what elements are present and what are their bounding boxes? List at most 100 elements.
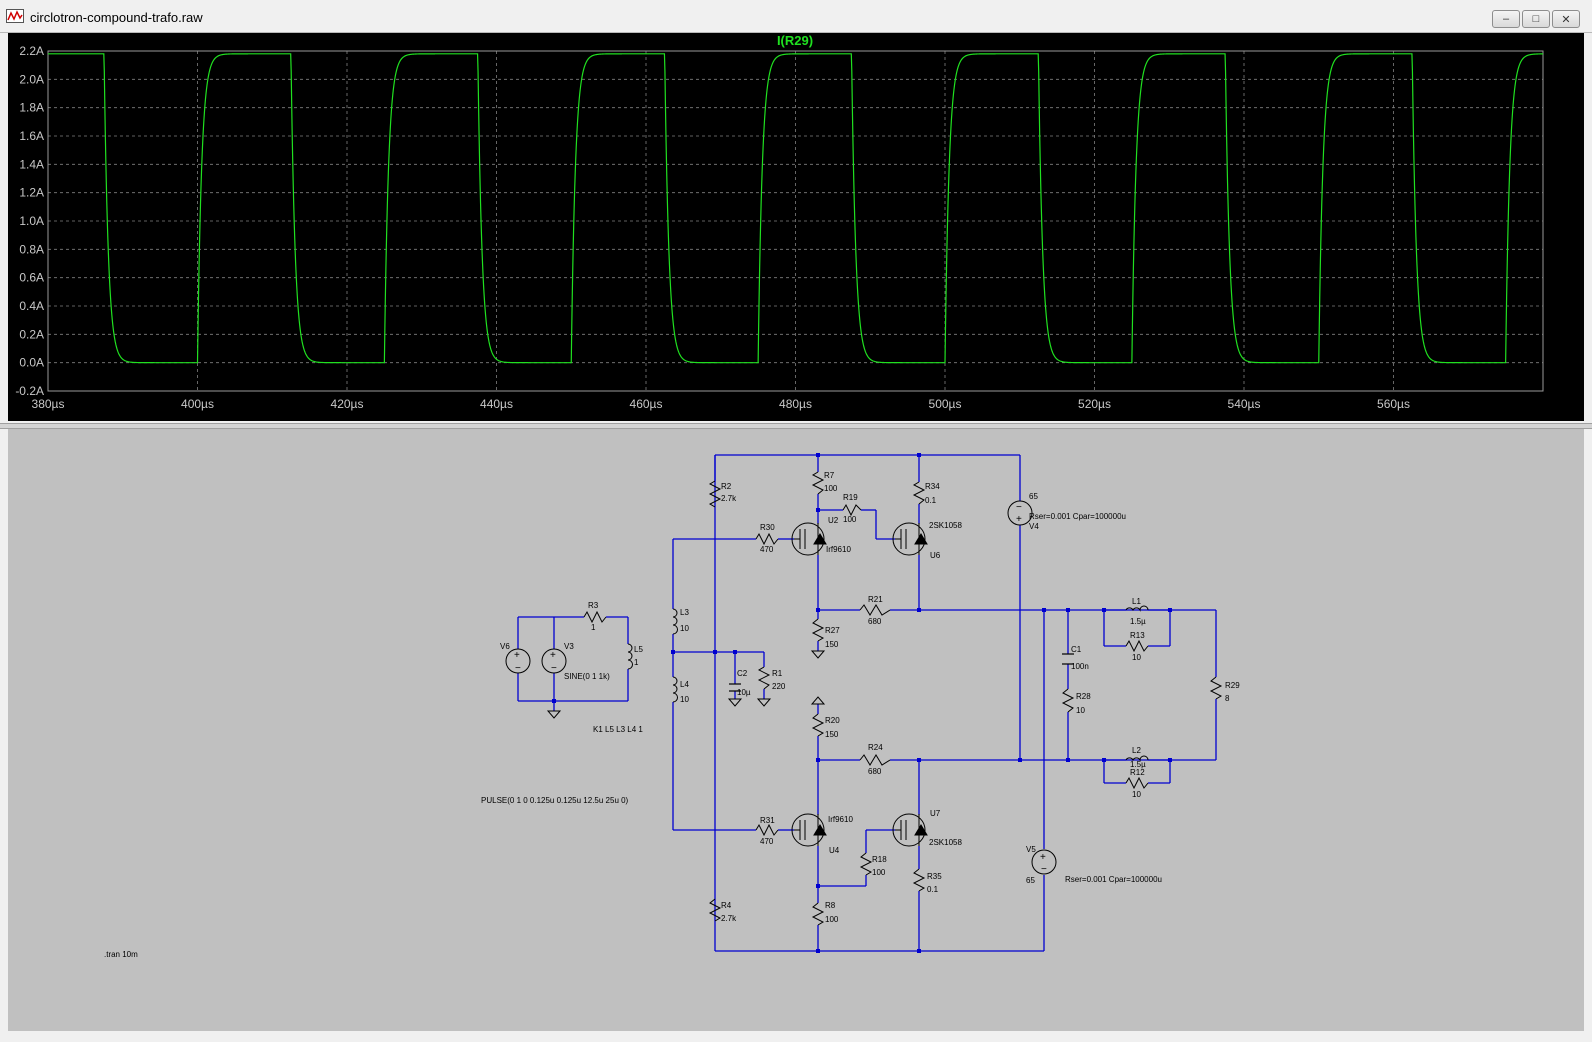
inductor-L1 bbox=[1125, 605, 1149, 612]
resistor-R30 bbox=[755, 532, 779, 546]
mosfet-U6 bbox=[892, 522, 928, 556]
x-tick-label: 480µs bbox=[779, 397, 812, 411]
value-R13: 10 bbox=[1132, 653, 1141, 662]
svg-text:+: + bbox=[1016, 514, 1022, 525]
part-U7: 2SK1058 bbox=[929, 838, 962, 847]
label-R13: R13 bbox=[1130, 631, 1145, 640]
y-tick-label: 2.2A bbox=[19, 44, 44, 58]
label-V4: V4 bbox=[1029, 522, 1039, 531]
y-tick-label: 0.2A bbox=[19, 327, 44, 341]
capacitors bbox=[729, 653, 1074, 692]
schematic-canvas[interactable]: +− +− −+ +− bbox=[8, 429, 1584, 1031]
label-R31: R31 bbox=[760, 816, 775, 825]
resistor-R24 bbox=[859, 754, 891, 766]
schematic-pane[interactable]: +− +− −+ +− bbox=[8, 429, 1584, 1031]
resistor-R7 bbox=[811, 471, 825, 495]
resistor-R28 bbox=[1061, 688, 1075, 713]
pulse-source-value: PULSE(0 1 0 0.125u 0.125u 12.5u 25u 0) bbox=[481, 796, 629, 805]
trace-I-R29[interactable] bbox=[48, 53, 1544, 364]
resistor-R35 bbox=[912, 868, 926, 892]
schematic-labels: R2 2.7k R7 100 R34 0.1 R19 100 U2 Irf961… bbox=[104, 471, 1240, 959]
y-tick-label: 0.4A bbox=[19, 299, 44, 313]
label-L1: L1 bbox=[1132, 597, 1141, 606]
plot-grid bbox=[48, 51, 1543, 391]
inductor-L4 bbox=[672, 676, 678, 703]
value-V5: 65 bbox=[1026, 876, 1035, 885]
resistor-R3 bbox=[583, 610, 607, 624]
y-tick-label: 0.8A bbox=[19, 242, 44, 256]
label-R7: R7 bbox=[824, 471, 835, 480]
y-tick-label: 1.0A bbox=[19, 214, 44, 228]
value-R27: 150 bbox=[825, 640, 839, 649]
waveform-app-icon bbox=[6, 9, 24, 23]
label-C1: C1 bbox=[1071, 645, 1082, 654]
label-R3: R3 bbox=[588, 601, 599, 610]
label-L2: L2 bbox=[1132, 746, 1141, 755]
tran-directive: .tran 10m bbox=[104, 950, 138, 959]
y-tick-label: 2.0A bbox=[19, 72, 44, 86]
trace-label[interactable]: I(R29) bbox=[777, 33, 813, 48]
resistors bbox=[583, 471, 1223, 926]
junction-dots bbox=[552, 453, 1172, 953]
source-V5 bbox=[1031, 849, 1057, 875]
value-V4: 65 bbox=[1029, 492, 1038, 501]
label-R20: R20 bbox=[825, 716, 840, 725]
label-R8: R8 bbox=[825, 901, 836, 910]
coupling-directive-K1: K1 L5 L3 L4 1 bbox=[593, 725, 643, 734]
y-axis-ticks: 2.2A2.0A1.8A1.6A1.4A1.2A1.0A0.8A0.6A0.4A… bbox=[15, 44, 44, 398]
waveform-plot[interactable]: 2.2A2.0A1.8A1.6A1.4A1.2A1.0A0.8A0.6A0.4A… bbox=[8, 33, 1584, 421]
label-R19: R19 bbox=[843, 493, 858, 502]
resistor-R2 bbox=[708, 480, 722, 508]
close-button[interactable]: ✕ bbox=[1552, 10, 1580, 28]
x-tick-label: 420µs bbox=[331, 397, 364, 411]
value-R1: 220 bbox=[772, 682, 786, 691]
part-U6: 2SK1058 bbox=[929, 521, 962, 530]
maximize-button[interactable]: □ bbox=[1522, 10, 1550, 28]
resistor-R13 bbox=[1125, 639, 1149, 653]
label-V3: V3 bbox=[564, 642, 574, 651]
x-tick-label: 460µs bbox=[630, 397, 663, 411]
label-L5: L5 bbox=[634, 645, 643, 654]
label-R29: R29 bbox=[1225, 681, 1240, 690]
window-titlebar[interactable]: circlotron-compound-trafo.raw – □ ✕ bbox=[0, 0, 1592, 33]
resistor-R18 bbox=[859, 852, 873, 876]
label-U2: U2 bbox=[828, 516, 839, 525]
x-tick-label: 560µs bbox=[1377, 397, 1410, 411]
value-R34: 0.1 bbox=[925, 496, 937, 505]
source-polarity-marks: +− +− −+ +− bbox=[514, 502, 1047, 875]
minimize-button[interactable]: – bbox=[1492, 10, 1520, 28]
resistor-R20 bbox=[811, 713, 825, 737]
resistor-R27 bbox=[811, 618, 825, 642]
label-U6: U6 bbox=[930, 551, 941, 560]
label-R28: R28 bbox=[1076, 692, 1091, 701]
resistor-R29 bbox=[1209, 676, 1223, 700]
x-tick-label: 520µs bbox=[1078, 397, 1111, 411]
y-tick-label: 1.6A bbox=[19, 129, 44, 143]
value-L2: 1.5µ bbox=[1130, 760, 1146, 769]
window-title: circlotron-compound-trafo.raw bbox=[30, 10, 203, 25]
label-R24: R24 bbox=[868, 743, 883, 752]
label-R35: R35 bbox=[927, 872, 942, 881]
param-V5: Rser=0.001 Cpar=100000u bbox=[1065, 875, 1162, 884]
value-R30: 470 bbox=[760, 545, 774, 554]
resistor-R8 bbox=[811, 902, 825, 926]
label-V6: V6 bbox=[500, 642, 510, 651]
value-R4: 2.7k bbox=[721, 914, 737, 923]
svg-text:−: − bbox=[551, 663, 557, 674]
mosfet-U2 bbox=[791, 522, 827, 556]
value-C1: 100n bbox=[1071, 662, 1089, 671]
value-R18: 100 bbox=[872, 868, 886, 877]
resistor-R31 bbox=[755, 823, 779, 837]
label-R4: R4 bbox=[721, 901, 732, 910]
resistor-R34 bbox=[912, 481, 926, 505]
status-strip bbox=[0, 1032, 1592, 1042]
ground-symbols bbox=[546, 650, 826, 719]
value-R35: 0.1 bbox=[927, 885, 939, 894]
ground-icon bbox=[546, 710, 562, 719]
pane-splitter[interactable] bbox=[0, 423, 1592, 429]
x-tick-label: 400µs bbox=[181, 397, 214, 411]
inductor-L5 bbox=[627, 643, 633, 670]
svg-text:−: − bbox=[1041, 864, 1047, 875]
